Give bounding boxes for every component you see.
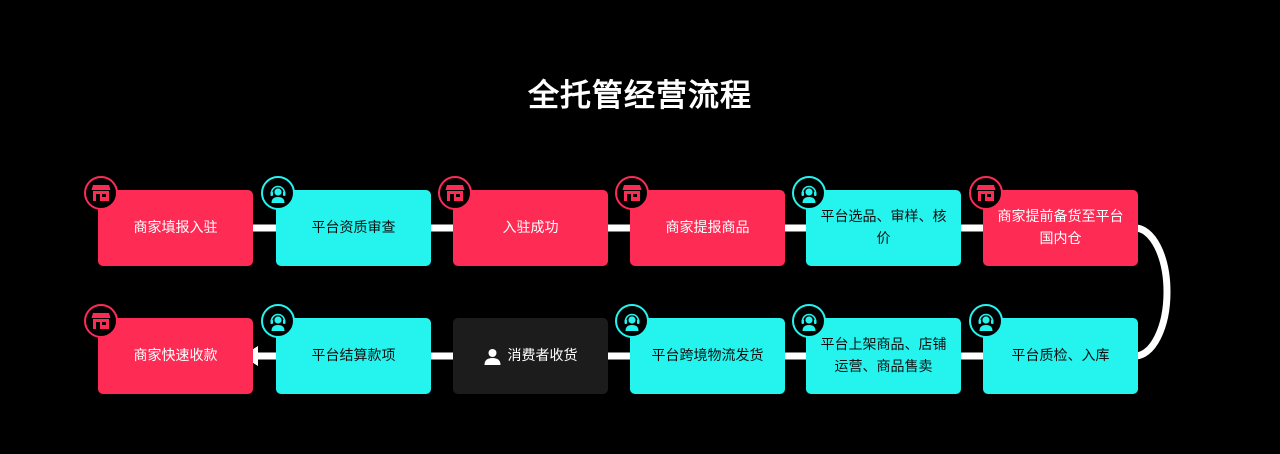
badge-merchant-apply [84,176,118,210]
shop-icon [622,185,642,201]
step-merchant-apply: 商家填报入驻 [98,190,253,266]
badge-platform-settlement [261,304,295,338]
step-consumer-receive: 消费者收货 [453,318,608,394]
step-platform-listing-operations: 平台上架商品、店铺运营、商品售卖 [806,318,961,394]
diagram-title: 全托管经营流程 [528,78,752,114]
step-platform-settlement: 平台结算款项 [276,318,431,394]
step-consumer-receive-label: 消费者收货 [507,348,578,364]
badge-platform-listing-operations [792,304,826,338]
shop-icon [976,185,996,201]
agent-icon [978,313,994,331]
shop-icon [91,185,111,201]
badge-onboard-success [438,176,472,210]
agent-icon [624,313,640,331]
agent-icon [270,313,286,331]
step-platform-select-review-price: 平台选品、审样、核价 [806,190,961,266]
agent-icon [270,185,286,203]
badge-platform-qualification-review [261,176,295,210]
shop-icon [445,185,465,201]
step-onboard-success: 入驻成功 [453,190,608,266]
step-platform-logistics: 平台跨境物流发货 [630,318,785,394]
badge-merchant-receive-payment [84,304,118,338]
badge-platform-select-review-price [792,176,826,210]
step-platform-qualification-review: 平台资质审查 [276,190,431,266]
agent-icon [801,185,817,203]
step-merchant-receive-payment: 商家快速收款 [98,318,253,394]
step-merchant-submit-products: 商家提报商品 [630,190,785,266]
agent-icon [801,313,817,331]
badge-merchant-stock-warehouse [969,176,1003,210]
badge-platform-quality-check [969,304,1003,338]
person-icon [484,348,500,365]
badge-merchant-submit-products [615,176,649,210]
step-merchant-stock-warehouse: 商家提前备货至平台国内仓 [983,190,1138,266]
shop-icon [91,313,111,329]
step-platform-quality-check: 平台质检、入库 [983,318,1138,394]
badge-platform-logistics [615,304,649,338]
